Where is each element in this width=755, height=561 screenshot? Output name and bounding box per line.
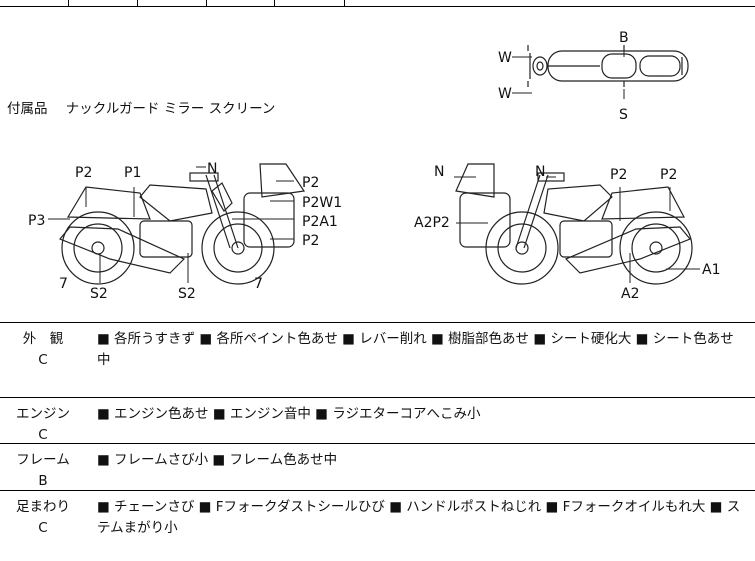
right-p2-label: P2 — [660, 167, 677, 183]
left-p2w1-label: P2W1 — [302, 195, 342, 211]
table-top-row — [0, 0, 755, 7]
frame-heading: フレーム B — [10, 450, 76, 492]
cell-divider — [68, 0, 69, 6]
left-p2-lower-label: P2 — [302, 233, 319, 249]
top-mirror-bottom-label: W — [498, 86, 512, 102]
frame-grade: B — [38, 473, 48, 489]
left-p2-screen-label: P2 — [302, 175, 319, 191]
exterior-notes: ■ 各所うすきず ■ 各所ペイント色あせ ■ レバー削れ ■ 樹脂部色あせ ■ … — [97, 331, 734, 368]
damage-diagram-panel: 付属品 ナックルガード ミラー スクリーン — [0, 7, 755, 323]
left-p2a1-label: P2A1 — [302, 214, 338, 230]
exterior-heading: 外 観 C — [10, 329, 76, 371]
cell-divider — [206, 0, 207, 6]
exterior-title: 外 観 — [22, 331, 64, 347]
right-a2-label: A2 — [621, 286, 639, 302]
left-n-label: N — [207, 161, 217, 177]
left-p3-label: P3 — [28, 213, 45, 229]
engine-title: エンジン — [16, 406, 70, 422]
left-seven-label: 7 — [59, 276, 68, 292]
cell-divider — [137, 0, 138, 6]
top-mirror-top-label: W — [498, 50, 512, 66]
frame-title: フレーム — [16, 452, 70, 468]
right-a1-label: A1 — [702, 262, 720, 278]
suspension-title: 足まわり — [16, 499, 70, 515]
right-side-motorcycle-icon — [455, 163, 693, 285]
left-p2-top-label: P2 — [75, 165, 92, 181]
engine-section: エンジン C ■ エンジン色あせ ■ エンジン音中 ■ ラジエターコアへこみ小 — [0, 398, 755, 444]
left-seven-right-label: 7 — [254, 276, 263, 292]
right-n-label: N — [434, 164, 444, 180]
right-a2p2-label: A2P2 — [414, 215, 450, 231]
accessories-items: ナックルガード ミラー スクリーン — [65, 101, 276, 117]
diagram-svg: W W B S — [28, 30, 720, 302]
left-s2-mid-label: S2 — [178, 286, 196, 302]
exterior-grade: C — [38, 352, 48, 368]
suspension-notes: ■ チェーンさび ■ Fフォークダストシールひび ■ ハンドルポストねじれ ■ … — [97, 499, 741, 536]
frame-notes: ■ フレームさび小 ■ フレーム色あせ中 — [97, 452, 338, 468]
top-view-motorcycle-icon — [527, 45, 689, 87]
cell-divider — [274, 0, 275, 6]
exterior-section: 外 観 C ■ 各所うすきず ■ 各所ペイント色あせ ■ レバー削れ ■ 樹脂部… — [0, 323, 755, 398]
right-p2-mid-label: P2 — [610, 167, 627, 183]
suspension-section: 足まわり C ■ チェーンさび ■ Fフォークダストシールひび ■ ハンドルポス… — [0, 491, 755, 561]
suspension-heading: 足まわり C — [10, 497, 76, 539]
left-s2-label: S2 — [90, 286, 108, 302]
cell-divider — [344, 0, 345, 6]
left-p1-label: P1 — [124, 165, 141, 181]
accessories-label: 付属品 — [7, 101, 48, 117]
top-rear-label: S — [619, 107, 628, 123]
left-side-motorcycle-icon — [59, 163, 306, 285]
engine-heading: エンジン C — [10, 404, 76, 446]
engine-grade: C — [38, 427, 48, 443]
right-n-mid-label: N — [535, 164, 545, 180]
top-front-label: B — [619, 30, 629, 46]
suspension-grade: C — [38, 520, 48, 536]
accessories-line: 付属品 ナックルガード ミラー スクリーン — [7, 97, 275, 117]
frame-section: フレーム B ■ フレームさび小 ■ フレーム色あせ中 — [0, 444, 755, 491]
engine-notes: ■ エンジン色あせ ■ エンジン音中 ■ ラジエターコアへこみ小 — [97, 406, 481, 422]
